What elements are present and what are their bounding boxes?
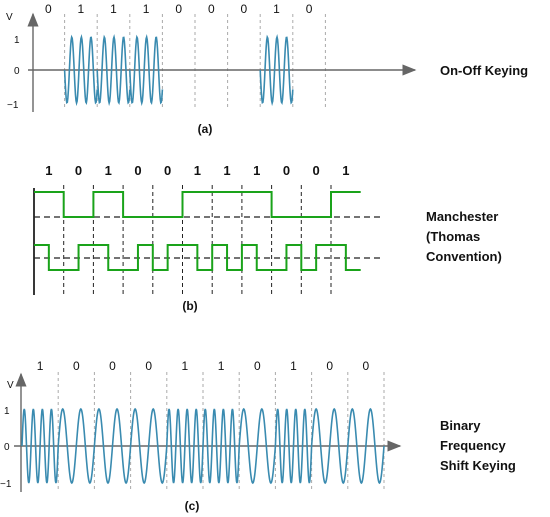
nrz-signal [34,191,361,218]
panel-c-bit-label: 0 [254,359,261,373]
panel-c-title-line-2: Frequency [440,438,507,453]
panel-b-bit-label: 1 [45,163,52,178]
panel-a-bit-label: 0 [175,2,182,16]
panel-c-bit-label: 0 [326,359,333,373]
panel-c-title-line-3: Shift Keying [440,458,516,473]
panel-c-caption: (c) [185,499,200,513]
panel-a-y-label: V [6,12,13,23]
panel-c-title-line-1: Binary [440,418,481,433]
panel-a-bit-label: 1 [143,2,150,16]
panel-c-bit-label: 1 [182,359,189,373]
panel-c-bit-label: 0 [73,359,80,373]
panel-c-tick-neg1: −1 [0,479,12,490]
panel-c-tick-0: 0 [4,442,10,453]
panel-c-y-label: V [7,380,14,391]
panel-a-tick-0: 0 [14,66,20,77]
panel-b-bit-label: 1 [253,163,260,178]
panel-b-bit-labels: 1 0 1 0 0 1 1 1 0 0 1 [45,163,349,178]
panel-b-caption: (b) [182,299,197,313]
panel-b-title-line-3: Convention) [426,249,502,264]
panel-a-bit-label: 1 [273,2,280,16]
panel-c-bit-label: 1 [218,359,225,373]
panel-b-bit-label: 1 [194,163,201,178]
panel-a-caption: (a) [198,122,213,136]
panel-a-title: On-Off Keying [440,63,528,78]
ook-waveform [63,34,294,107]
panel-c-bit-label: 1 [290,359,297,373]
panel-c-tick-1: 1 [4,406,10,417]
panel-a-bit-label: 0 [45,2,52,16]
manchester-signal [34,244,361,271]
panel-a: V 1 0 −1 0 1 1 1 0 0 0 1 0 (a) On-Off Keying [6,2,528,136]
panel-b-bit-label: 1 [105,163,112,178]
panel-b-bit-label: 1 [342,163,349,178]
panel-b: 1 0 1 0 0 1 1 1 0 0 1 (b) Manchester (Thomas Conve… [33,163,502,313]
panel-c-bit-dividers [57,372,385,490]
bfsk-waveform [21,407,385,485]
panel-a-bit-label: 1 [78,2,85,16]
panel-b-bit-label: 0 [75,163,82,178]
panel-b-title-line-2: (Thomas [426,229,480,244]
panel-a-tick-neg1: −1 [7,100,19,111]
panel-c-bit-label: 0 [145,359,152,373]
panel-a-bit-label: 0 [208,2,215,16]
panel-a-bit-label: 0 [306,2,313,16]
panel-c-bit-label: 0 [109,359,116,373]
panel-a-bit-label: 1 [110,2,117,16]
panel-b-title-line-1: Manchester [426,209,498,224]
panel-a-tick-1: 1 [14,35,20,46]
panel-b-bit-label: 0 [283,163,290,178]
panel-a-bit-label: 0 [241,2,248,16]
panel-c-bit-labels: 1 0 0 0 1 1 0 1 0 0 [37,359,370,373]
panel-c-bit-label: 0 [363,359,370,373]
panel-a-bit-dividers [64,14,326,110]
panel-c: V 1 0 −1 1 0 0 0 1 1 0 1 0 0 (c) Binary Frequency… [0,359,516,513]
panel-b-bit-label: 0 [164,163,171,178]
panel-b-bit-dividers [63,185,332,297]
panel-c-bit-label: 1 [37,359,44,373]
panel-b-bit-label: 1 [223,163,230,178]
panel-b-bit-label: 0 [134,163,141,178]
panel-a-bit-labels: 0 1 1 1 0 0 0 1 0 [45,2,313,16]
panel-b-bit-label: 0 [313,163,320,178]
